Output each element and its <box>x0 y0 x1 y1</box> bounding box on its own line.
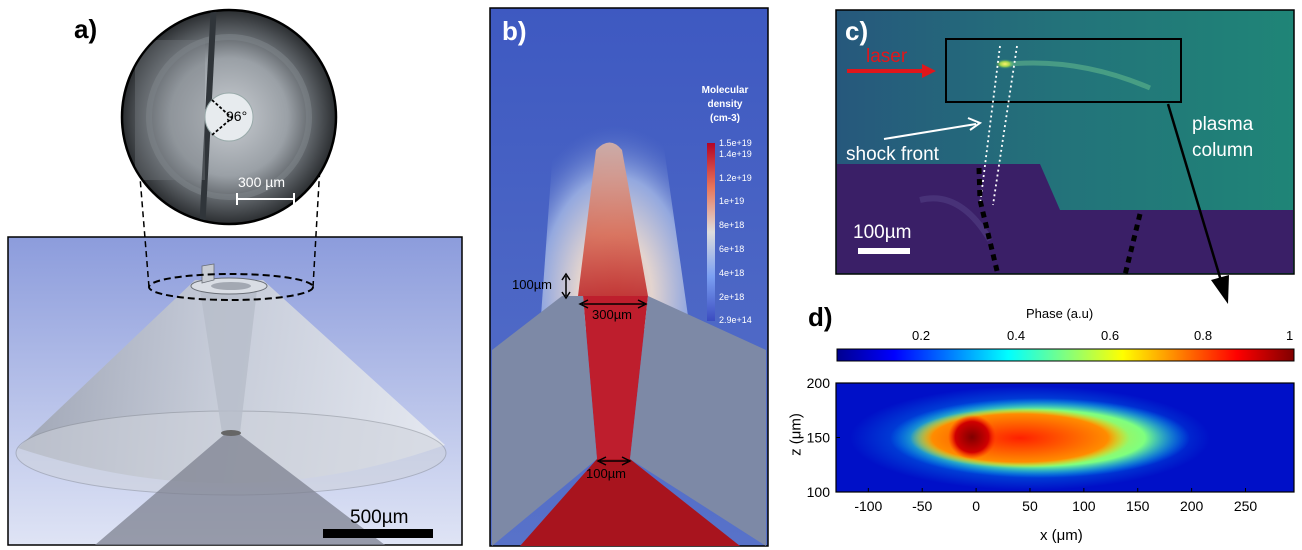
angle-label: 96° <box>226 108 248 124</box>
panel-d-colorbar-title: Phase (a.u) <box>1026 306 1094 321</box>
nozzle-reservoir-gas <box>520 459 740 546</box>
plasma-channel <box>1009 60 1151 91</box>
colorbar-tick: 8e+18 <box>719 220 745 230</box>
nozzle-blade <box>201 263 215 284</box>
phase-colorbar-tick: 0.8 <box>1194 328 1213 343</box>
phase-colorbar-tick: 1 <box>1286 328 1294 343</box>
zoom-arrow <box>1166 103 1224 285</box>
x-tick-label: -50 <box>912 498 932 514</box>
colorbar-tick: 2e+18 <box>719 292 745 302</box>
panel-a-figure <box>7 8 463 546</box>
plasma-label-line: plasma <box>1192 114 1254 135</box>
inset-scale-label: 300 µm <box>238 174 285 190</box>
shock-front-line <box>979 45 1001 206</box>
panel-a-scale-bar <box>323 529 433 538</box>
x-tick-label: 50 <box>1022 498 1038 514</box>
panel-a-label: a) <box>74 14 98 44</box>
heatmap-ylabel: z (μm) <box>787 413 805 456</box>
shock-front-arrow <box>883 123 977 140</box>
panel-a-scale-label: 500µm <box>350 507 409 528</box>
phase-colorbar-tick: 0.2 <box>912 328 931 343</box>
dim-top-width-label: 300µm <box>592 307 633 322</box>
y-tick-label: 100 <box>807 484 831 500</box>
dim-throat-label: 100µm <box>586 466 627 481</box>
y-tick-label: 200 <box>807 375 831 391</box>
colorbar-tick: 2.9e+14 <box>719 315 752 325</box>
panel-b-label: b) <box>502 16 527 46</box>
x-tick-label: 150 <box>1126 498 1150 514</box>
heatmap-xlabel: x (μm) <box>1040 527 1083 544</box>
panel-c-scale-bar <box>858 248 910 254</box>
phase-colorbar-tick: 0.4 <box>1007 328 1026 343</box>
phase-colorbar-tick: 0.6 <box>1101 328 1120 343</box>
y-tick-label: 150 <box>807 430 831 446</box>
x-tick-label: 0 <box>972 498 980 514</box>
colorbar-tick: 4e+18 <box>719 268 745 278</box>
colorbar-title-line: (cm-3) <box>709 113 740 124</box>
laser-label: laser <box>866 46 908 67</box>
panel-c-label: c) <box>845 16 869 46</box>
shock-front-label: shock front <box>846 144 939 165</box>
colorbar-title-line: Molecular <box>701 85 749 96</box>
panel-b-colorbar <box>707 143 715 321</box>
colorbar-tick: 1e+19 <box>719 196 745 206</box>
plasma-column-label: plasma column <box>1192 112 1253 164</box>
colorbar-tick: 1.5e+19 <box>719 138 752 148</box>
x-tick-label: 200 <box>1180 498 1204 514</box>
plasma-label-line: column <box>1192 140 1254 161</box>
nozzle-wall-left <box>492 296 597 546</box>
colorbar-tick: 1.2e+19 <box>719 173 752 183</box>
nozzle-inner-cone <box>95 433 385 545</box>
nozzle-shadow <box>837 164 1293 273</box>
dim-height-label: 100µm <box>512 277 553 292</box>
x-tick-label: 250 <box>1234 498 1258 514</box>
nozzle-wall-right <box>630 296 766 546</box>
panel-d-colorbar <box>836 348 1295 362</box>
colorbar-title-line: density <box>707 99 743 110</box>
x-tick-label: -100 <box>854 498 882 514</box>
panel-d-label: d) <box>808 302 833 332</box>
colorbar-tick: 6e+18 <box>719 244 745 254</box>
colorbar-tick: 1.4e+19 <box>719 149 752 159</box>
nozzle-throat-gas <box>583 296 648 459</box>
colorbar-title: Molecular density (cm-3) <box>694 84 756 126</box>
nozzle-channel <box>200 290 257 433</box>
phase-heatmap <box>836 383 1294 492</box>
x-tick-label: 100 <box>1072 498 1096 514</box>
plasma-zoom-box <box>945 38 1182 103</box>
angle-marker <box>211 99 234 136</box>
panel-c-scale-label: 100µm <box>853 222 912 243</box>
